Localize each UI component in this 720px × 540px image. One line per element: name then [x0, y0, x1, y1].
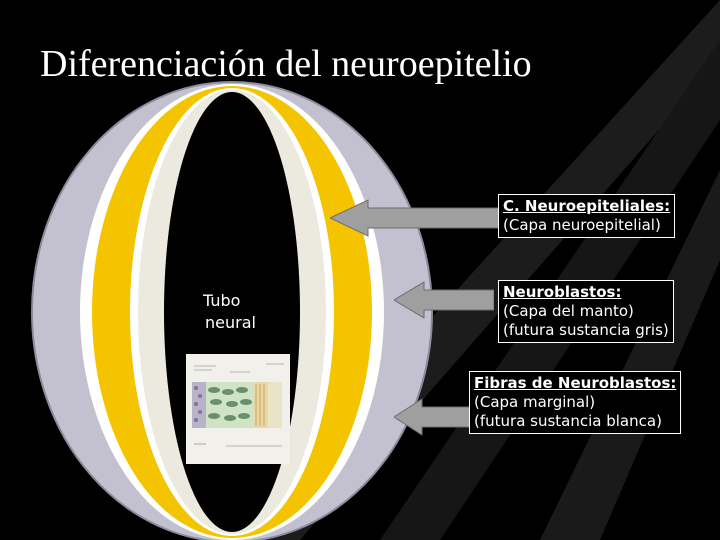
- label-line: (futura sustancia blanca): [474, 412, 662, 430]
- label-heading: Neuroblastos:: [503, 283, 622, 301]
- neuroepithelial-label: C. Neuroepiteliales: (Capa neuroepitelia…: [498, 194, 676, 238]
- fibers-label: Fibras de Neuroblastos: (Capa marginal) …: [469, 371, 682, 434]
- label-line: (Capa neuroepitelial): [503, 216, 661, 234]
- tube-label-line: Tubo: [203, 291, 241, 310]
- neuroblast-label: Neuroblastos: (Capa del manto) (futura s…: [498, 280, 674, 343]
- label-heading: Fibras de Neuroblastos:: [474, 374, 677, 392]
- label-heading: C. Neuroepiteliales:: [503, 197, 671, 215]
- arrow-icon: [394, 281, 494, 319]
- tube-label: Tubo neural: [203, 290, 256, 334]
- slide-title: Diferenciación del neuroepitelio: [40, 43, 532, 85]
- label-line: (Capa marginal): [474, 393, 596, 411]
- label-line: (futura sustancia gris): [503, 321, 669, 339]
- arrow-icon: [394, 398, 470, 436]
- tube-label-line: neural: [205, 313, 256, 332]
- arrow-icon: [330, 199, 500, 237]
- label-line: (Capa del manto): [503, 302, 634, 320]
- histology-image: [186, 354, 290, 464]
